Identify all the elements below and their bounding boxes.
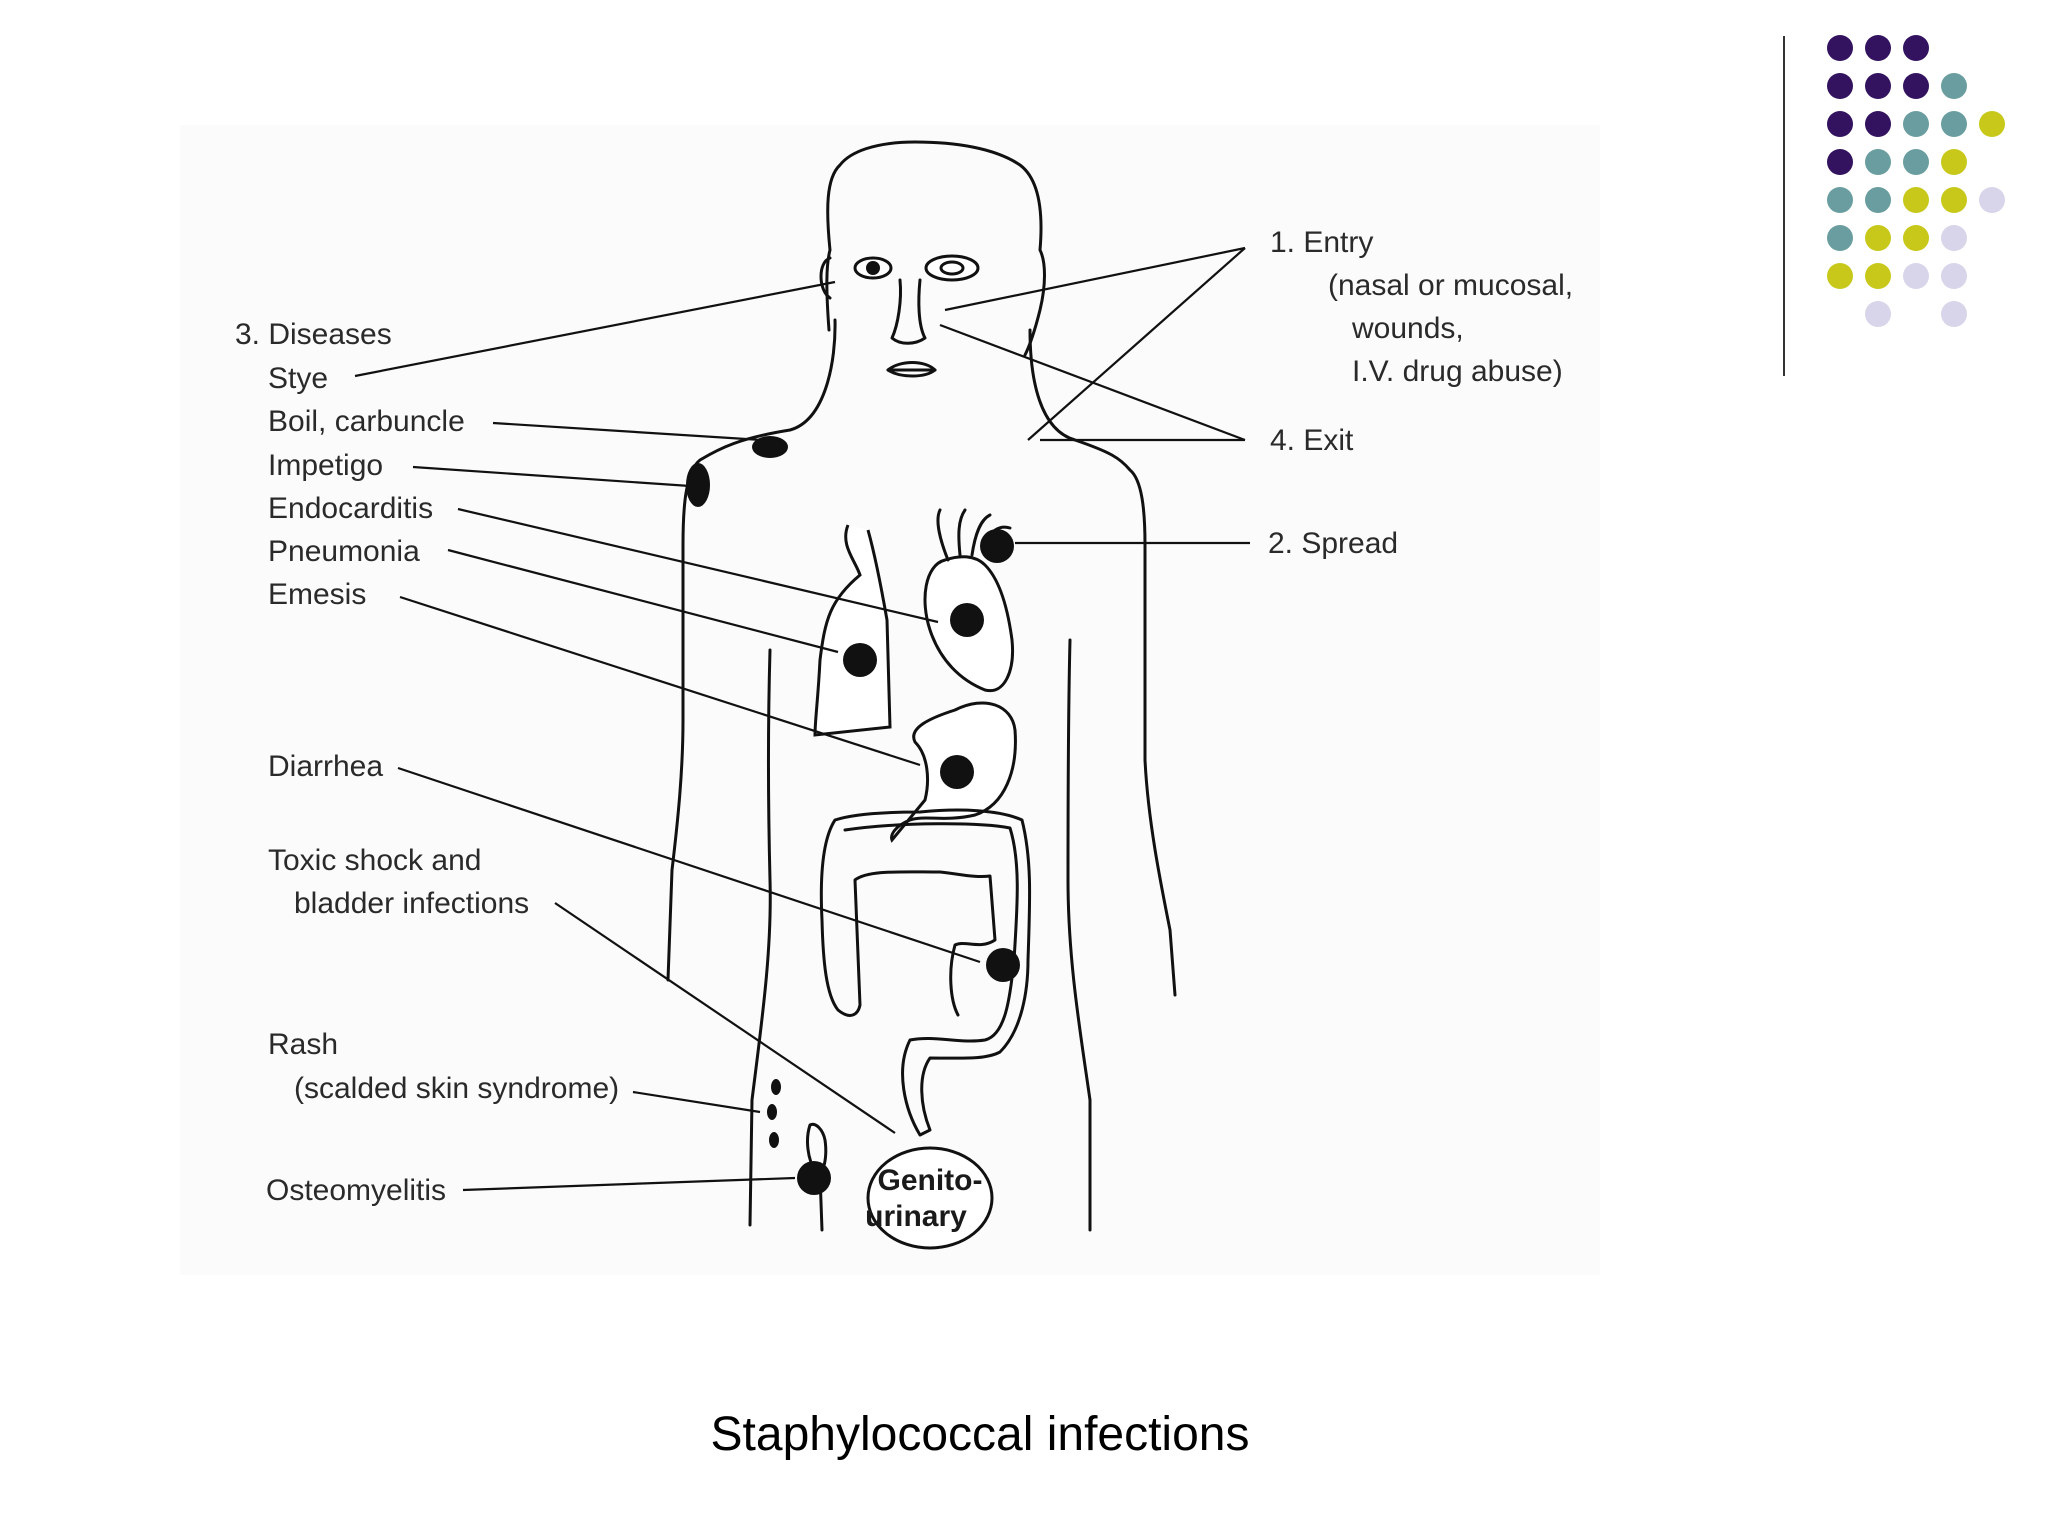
decorative-dot — [1979, 187, 2005, 213]
disease-rash-2: (scalded skin syndrome) — [294, 1072, 619, 1105]
decorative-dot — [1941, 187, 1967, 213]
decorative-dot — [1865, 149, 1891, 175]
exit-label: 4. Exit — [1270, 424, 1354, 457]
disease-endocarditis: Endocarditis — [268, 492, 433, 525]
decorative-dot — [1827, 111, 1853, 137]
decorative-dot — [1903, 225, 1929, 251]
decorative-dot — [1865, 35, 1891, 61]
decorative-dot — [1865, 301, 1891, 327]
decorative-dot — [1903, 263, 1929, 289]
decorative-dot — [1865, 111, 1891, 137]
entry-label: 1. Entry — [1270, 226, 1373, 259]
decorative-dot — [1827, 35, 1853, 61]
decorative-dot — [1941, 111, 1967, 137]
disease-pneumonia: Pneumonia — [268, 535, 420, 568]
intestine-outline — [819, 808, 1032, 1137]
disease-toxic-shock-1: Toxic shock and — [268, 844, 481, 877]
decorative-dot — [1903, 35, 1929, 61]
entry-detail-2: wounds, — [1351, 312, 1464, 345]
genitourinary-label-ellipse — [866, 1146, 994, 1250]
decorative-dot — [1941, 301, 1967, 327]
infection-sites — [686, 436, 1020, 1195]
diagram-labels: 1. Entry (nasal or mucosal, wounds, I.V.… — [235, 226, 1573, 1233]
disease-emesis: Emesis — [268, 578, 366, 611]
leader-lines — [354, 246, 1250, 1192]
decorative-dot — [1865, 263, 1891, 289]
entry-detail-1: (nasal or mucosal, — [1328, 269, 1573, 302]
spread-label: 2. Spread — [1268, 527, 1398, 560]
disease-stye: Stye — [268, 362, 328, 395]
decorative-dot — [1903, 111, 1929, 137]
decorative-dot — [1827, 225, 1853, 251]
decorative-dot — [1865, 73, 1891, 99]
decorative-dot — [1941, 263, 1967, 289]
genitourinary-label-2: urinary — [865, 1200, 967, 1233]
decorative-dot — [1865, 187, 1891, 213]
decorative-dot — [1979, 111, 2005, 137]
decorative-dot — [1827, 263, 1853, 289]
decorative-dot — [1941, 225, 1967, 251]
disease-rash-1: Rash — [268, 1028, 338, 1061]
decorative-dot — [1903, 73, 1929, 99]
slide-caption: Staphylococcal infections — [711, 1408, 1250, 1461]
human-body-outline — [666, 140, 1177, 1232]
lung-outline — [813, 524, 892, 737]
disease-osteomyelitis: Osteomyelitis — [266, 1174, 446, 1207]
decorative-dot — [1865, 225, 1891, 251]
decorative-dot — [1827, 149, 1853, 175]
decorative-dot — [1941, 149, 1967, 175]
disease-diarrhea: Diarrhea — [268, 750, 383, 783]
disease-toxic-shock-2: bladder infections — [294, 887, 529, 920]
decorative-dot-grid — [1827, 35, 2005, 327]
decorative-dot — [1827, 187, 1853, 213]
diseases-header: 3. Diseases — [235, 318, 392, 351]
entry-detail-3: I.V. drug abuse) — [1352, 355, 1563, 388]
decorative-dot — [1941, 73, 1967, 99]
decorative-dot — [1903, 187, 1929, 213]
genitourinary-label-1: Genito- — [878, 1164, 983, 1197]
disease-impetigo: Impetigo — [268, 449, 383, 482]
disease-boil: Boil, carbuncle — [268, 405, 465, 438]
decorative-dot — [1903, 149, 1929, 175]
decorative-dot — [1827, 73, 1853, 99]
